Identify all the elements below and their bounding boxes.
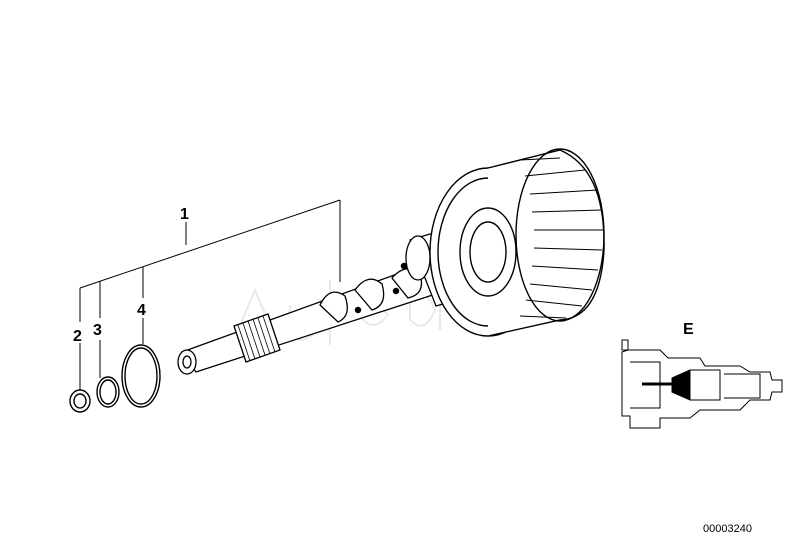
callout-1: 1	[180, 206, 189, 223]
callout-2: 2	[73, 328, 82, 345]
ring-part-4	[121, 344, 161, 408]
reference-number: 00003240	[703, 523, 752, 535]
leader-main-bar	[79, 199, 341, 289]
callout-leaders	[79, 199, 341, 390]
transmission-inset	[621, 339, 783, 429]
callout-4: 4	[137, 302, 146, 319]
ring-part-3	[96, 376, 120, 408]
clutch-drum	[429, 148, 605, 337]
ring-part-2	[69, 389, 91, 413]
inset-label: E	[683, 321, 694, 338]
inset-highlight	[671, 369, 691, 401]
callout-3: 3	[93, 322, 102, 339]
